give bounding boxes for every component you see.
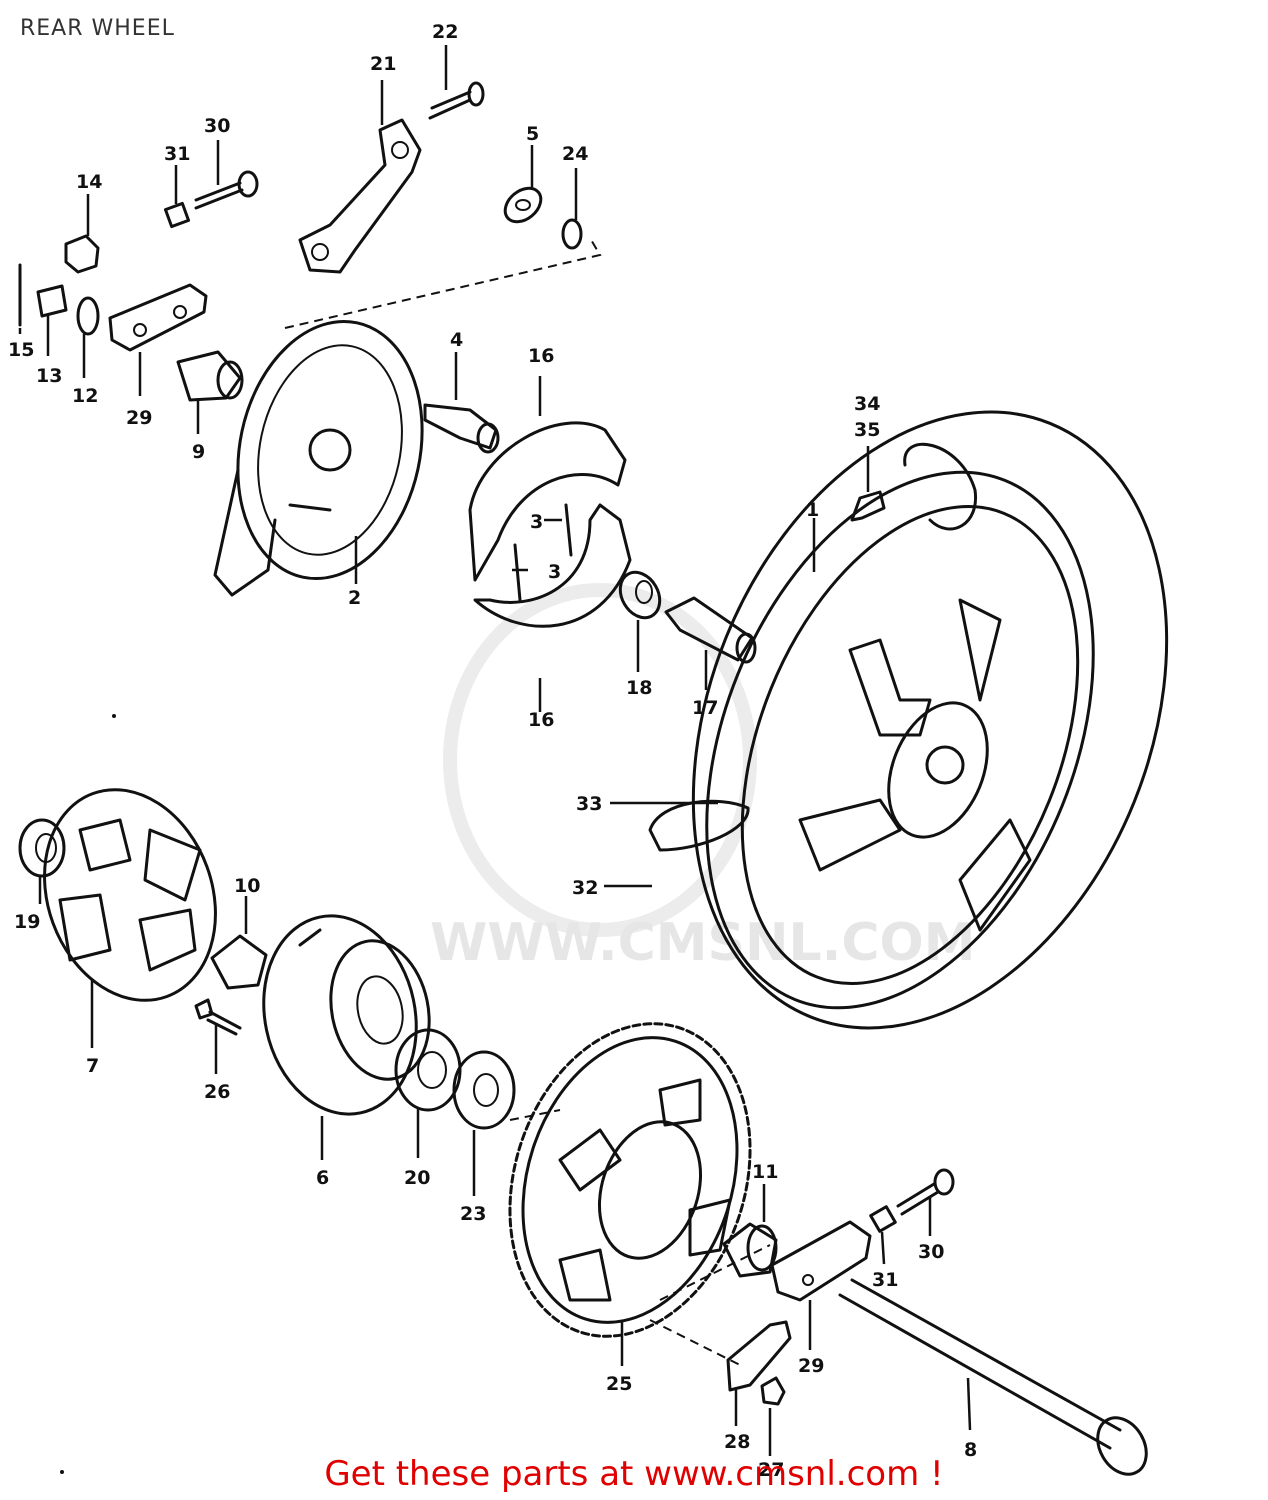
callout-13: 13 [36,365,62,387]
footer-shop-link[interactable]: Get these parts at www.cmsnl.com ! [324,1454,944,1494]
part-brake-shoe-upper[interactable] [468,421,627,582]
callout-35: 35 [854,419,880,441]
watermark-text: WWW.CMSNL.COM [430,913,975,973]
part-tire[interactable] [606,341,1254,1099]
callout-3b: 3 [548,561,561,583]
part-bolt-22[interactable] [428,81,485,120]
part-castle-nut[interactable] [36,284,68,318]
callout-1: 1 [806,499,819,521]
part-torque-link[interactable] [298,118,422,274]
callout-7: 7 [86,1055,99,1077]
callout-31b: 31 [872,1269,898,1291]
callout-15: 15 [8,339,34,361]
callout-30b: 30 [918,1241,944,1263]
callout-28: 28 [724,1431,750,1453]
part-shoe-springs[interactable] [513,503,573,602]
part-axle-spacer-17[interactable] [664,596,757,664]
watermark: WWW.CMSNL.COM [430,583,975,973]
part-chain-adjuster-top[interactable] [108,283,208,352]
callout-5: 5 [526,123,539,145]
callout-10: 10 [234,875,260,897]
callout-25: 25 [606,1373,632,1395]
callout-20: 20 [404,1167,430,1189]
callout-22: 22 [432,21,458,43]
callout-labels: 1 2 3 3 4 5 6 7 8 9 10 11 12 13 14 15 16… [8,21,977,1481]
part-rear-sprocket[interactable] [471,992,789,1367]
callout-31a: 31 [164,143,190,165]
part-adjuster-bolt-top[interactable] [163,170,259,229]
callout-2: 2 [348,587,361,609]
callout-16b: 16 [528,709,554,731]
callout-32: 32 [572,877,598,899]
part-bolt-26[interactable] [194,998,242,1036]
part-hub-damper[interactable] [16,765,244,1024]
callout-14: 14 [76,171,102,193]
part-valve[interactable] [850,490,886,522]
callout-16a: 16 [528,345,554,367]
part-stopper-plate[interactable] [726,1320,792,1392]
callout-29b: 29 [798,1355,824,1377]
callout-23: 23 [460,1203,486,1225]
callout-6: 6 [316,1167,329,1189]
part-chain-adjuster-bottom[interactable] [770,1220,872,1302]
part-spacer-9[interactable] [176,350,244,402]
part-rear-axle[interactable] [838,1278,1156,1483]
callout-29a: 29 [126,407,152,429]
callout-27: 27 [758,1459,784,1481]
page-title: REAR WHEEL [20,16,175,41]
part-adjuster-bolt-bottom[interactable] [869,1168,955,1233]
part-brake-shoe-lower[interactable] [473,503,632,628]
part-sprocket-carrier[interactable] [246,902,442,1129]
part-spacer-10[interactable] [210,934,268,990]
part-washer-12[interactable] [76,296,100,336]
callout-11: 11 [752,1161,778,1183]
callout-9: 9 [192,441,205,463]
callout-34: 34 [854,393,880,415]
part-bearing-19[interactable] [18,818,66,878]
leader-lines [18,45,972,1456]
part-oil-seal[interactable] [452,1050,516,1130]
callout-12: 12 [72,385,98,407]
callout-4: 4 [450,329,463,351]
callout-26: 26 [204,1081,230,1103]
part-brake-cam[interactable] [423,403,500,454]
part-washer-5[interactable] [499,181,548,228]
part-bearing-18[interactable] [612,565,667,625]
part-brake-panel[interactable] [213,304,445,597]
callout-21: 21 [370,53,396,75]
callout-17: 17 [692,697,718,719]
callout-8: 8 [964,1439,977,1461]
part-wheel-rim[interactable] [633,415,1167,1065]
callout-3a: 3 [530,511,543,533]
part-nut-14[interactable] [64,234,100,274]
part-spacer-11[interactable] [722,1222,778,1278]
callout-33: 33 [576,793,602,815]
part-nut-27[interactable] [760,1376,786,1406]
part-washer-24[interactable] [561,218,583,250]
callout-18: 18 [626,677,652,699]
callout-30a: 30 [204,115,230,137]
callout-24: 24 [562,143,588,165]
callout-19: 19 [14,911,40,933]
